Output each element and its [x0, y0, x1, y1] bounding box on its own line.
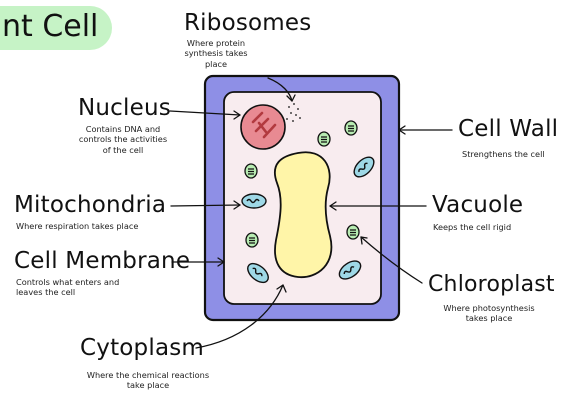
cytoplasm-description: Where the chemical reactions take place: [68, 370, 228, 391]
cell-membrane-label: Cell Membrane: [14, 250, 190, 273]
vacuole-description: Keeps the cell rigid: [433, 222, 511, 232]
chloroplast-description: Where photosynthesis takes place: [426, 303, 552, 324]
ribosomes-label: Ribosomes: [184, 12, 311, 35]
nucleus-label: Nucleus: [78, 97, 171, 120]
cell-membrane-description: Controls what enters and leaves the cell: [16, 277, 119, 298]
cell-wall-label: Cell Wall: [458, 118, 558, 141]
nucleus-description: Contains DNA and controls the activities…: [64, 124, 182, 155]
ribosomes-description: Where protein synthesis takes place: [181, 38, 251, 69]
cytoplasm-label: Cytoplasm: [80, 337, 204, 360]
mitochondria-label: Mitochondria: [14, 194, 166, 217]
mitochondria-description: Where respiration takes place: [16, 221, 138, 231]
vacuole-shape: [275, 152, 332, 277]
chloroplast-label: Chloroplast: [428, 274, 555, 296]
vacuole-label: Vacuole: [432, 194, 523, 217]
cell-wall-description: Strengthens the cell: [462, 149, 545, 159]
